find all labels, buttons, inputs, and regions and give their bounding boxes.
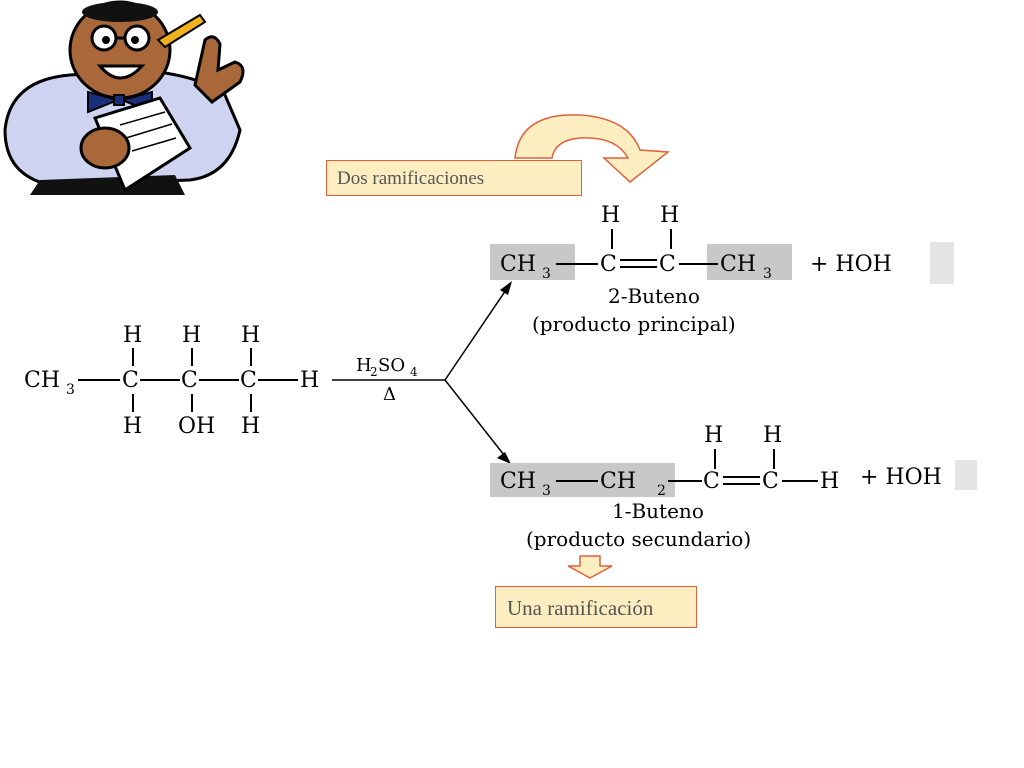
secondary-product-byproduct: + HOH (860, 465, 942, 490)
reactant-h-bottom-3: H (241, 414, 260, 439)
catalyst-so-subscript: 4 (410, 365, 418, 379)
secondary-product-ch2: CH (600, 469, 636, 494)
reactant-h-top-3: H (241, 323, 260, 348)
main-product-note: (producto principal) (532, 312, 736, 336)
main-product-ch3-right-subscript: 3 (763, 266, 772, 282)
reactant-oh: OH (178, 414, 215, 439)
main-product-h-top-2: H (660, 203, 679, 228)
reactant-h-bottom-1: H (123, 414, 142, 439)
reactant-c3: C (240, 368, 257, 393)
reactant-h-top-2: H (182, 323, 201, 348)
heat-symbol: Δ (383, 384, 396, 405)
secondary-product-ch3-subscript: 3 (542, 483, 551, 499)
reactant-ch3-subscript: 3 (66, 382, 75, 398)
reactant-h-top-1: H (123, 323, 142, 348)
catalyst-h-subscript: 2 (370, 365, 378, 379)
secondary-product-c-right: C (762, 469, 779, 494)
catalyst-h: H (356, 355, 372, 376)
catalyst-so: SO (378, 355, 405, 376)
main-product-ch3-left-subscript: 3 (542, 266, 551, 282)
main-product-byproduct: + HOH (810, 252, 892, 277)
main-product: H H CH 3 C C CH 3 + HOH 2-Buteno (produc… (490, 203, 954, 336)
callout-one-branch: Una ramificación (495, 586, 697, 628)
secondary-product-h-end: H (820, 469, 839, 494)
main-product-ch3-left: CH (500, 252, 536, 277)
main-product-ch3-right: CH (720, 252, 756, 277)
reactant-h-end: H (300, 368, 319, 393)
secondary-product-note: (producto secundario) (526, 527, 751, 551)
curved-arrow-icon (514, 114, 670, 183)
reactant-structure: H H H CH 3 C C C H H OH H (24, 323, 319, 439)
reactant-ch3: CH (24, 368, 60, 393)
main-product-name: 2-Buteno (608, 284, 700, 308)
main-product-h-top-1: H (601, 203, 620, 228)
teacher-cartoon-icon (3, 0, 245, 195)
main-product-c-right: C (659, 252, 676, 277)
secondary-product: H H CH 3 CH 2 C C H + HOH 1-Buteno (prod… (490, 423, 977, 551)
secondary-product-c-left: C (703, 469, 720, 494)
secondary-product-ch2-subscript: 2 (657, 483, 666, 499)
reactant-c2: C (181, 368, 198, 393)
reactant-c1: C (122, 368, 139, 393)
down-arrow-icon (567, 555, 613, 579)
callout-two-branches: Dos ramificaciones (326, 160, 582, 196)
secondary-product-h-top-2: H (763, 423, 782, 448)
secondary-product-ch3: CH (500, 469, 536, 494)
main-product-c-left: C (600, 252, 617, 277)
secondary-product-name: 1-Buteno (612, 499, 704, 523)
reaction-conditions: H 2 SO 4 Δ (332, 281, 512, 464)
secondary-product-h-top-1: H (704, 423, 723, 448)
